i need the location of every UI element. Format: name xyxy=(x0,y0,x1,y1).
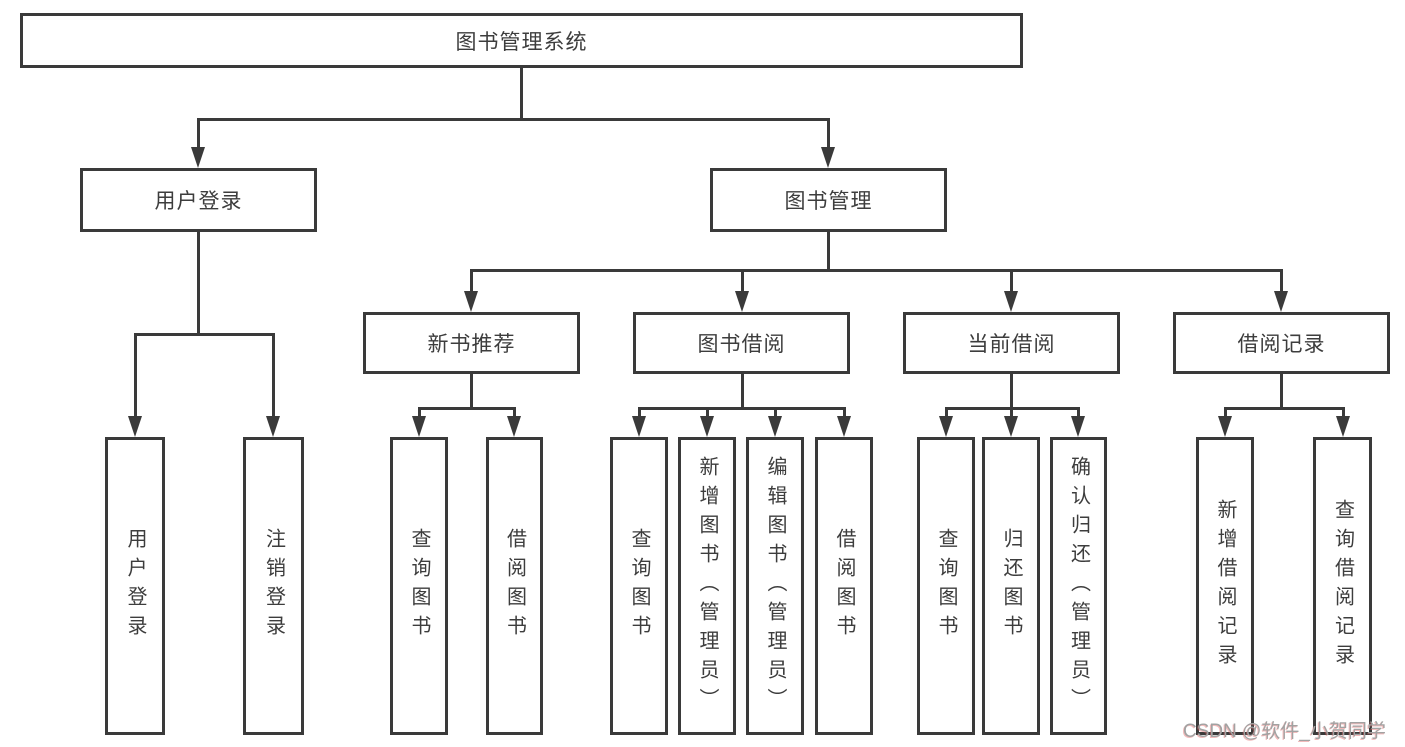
connector-line xyxy=(827,118,830,149)
connector-line xyxy=(1224,407,1227,421)
connector-line xyxy=(134,333,275,336)
connector-line xyxy=(1342,407,1345,421)
node-label: 图书管理 xyxy=(784,190,873,213)
connector-line xyxy=(197,118,830,121)
arrowhead-down-icon xyxy=(735,291,749,312)
node-borrowing-records: 借阅记录 xyxy=(1173,312,1390,374)
leaf-borrow-books: 借阅图书 xyxy=(815,437,873,735)
connector-line xyxy=(520,68,523,120)
connector-line xyxy=(272,333,275,419)
arrowhead-down-icon xyxy=(939,416,953,437)
arrowhead-down-icon xyxy=(768,416,782,437)
arrowhead-down-icon xyxy=(837,416,851,437)
node-label: 查询图书 xyxy=(935,528,957,644)
connector-line xyxy=(1010,374,1013,410)
node-label: 注销登录 xyxy=(262,528,285,644)
arrowhead-down-icon xyxy=(821,147,835,168)
leaf-return-books: 归还图书 xyxy=(982,437,1040,735)
connector-line xyxy=(1280,374,1283,410)
arrowhead-down-icon xyxy=(128,416,142,437)
connector-line xyxy=(1280,269,1283,293)
connector-line xyxy=(945,407,948,421)
node-label: 当前借阅 xyxy=(967,333,1056,356)
leaf-query-books-current: 查询图书 xyxy=(917,437,975,735)
connector-line xyxy=(1224,407,1344,410)
node-label: 图书管理系统 xyxy=(455,30,588,54)
node-label: 查询图书 xyxy=(628,528,650,644)
arrowhead-down-icon xyxy=(191,147,205,168)
node-label: 用户登录 xyxy=(154,190,243,213)
leaf-logout: 注销登录 xyxy=(243,437,304,735)
node-book-borrowing: 图书借阅 xyxy=(633,312,850,374)
node-label: 新增借阅记录 xyxy=(1214,499,1236,673)
arrowhead-down-icon xyxy=(1336,416,1350,437)
node-library-management-system: 图书管理系统 xyxy=(20,13,1023,68)
node-book-management: 图书管理 xyxy=(710,168,947,232)
leaf-add-borrow-record: 新增借阅记录 xyxy=(1196,437,1254,735)
connector-line xyxy=(1077,407,1080,421)
node-new-book-recommend: 新书推荐 xyxy=(363,312,580,374)
node-label: 归还图书 xyxy=(1000,528,1022,644)
connector-line xyxy=(706,407,709,421)
arrowhead-down-icon xyxy=(1274,291,1288,312)
arrowhead-down-icon xyxy=(266,416,280,437)
leaf-query-borrow-record: 查询借阅记录 xyxy=(1313,437,1372,735)
arrowhead-down-icon xyxy=(412,416,426,437)
csdn-watermark: CSDN @软件_小贺同学 xyxy=(1183,721,1386,742)
arrowhead-down-icon xyxy=(1004,291,1018,312)
node-label: 用户登录 xyxy=(124,528,146,644)
connector-line xyxy=(134,333,137,419)
node-label: 借阅图书 xyxy=(503,528,526,644)
connector-line xyxy=(1010,407,1013,421)
node-label: 借阅图书 xyxy=(833,528,855,644)
connector-line xyxy=(470,374,473,410)
connector-line xyxy=(470,269,1283,272)
node-label: 查询借阅记录 xyxy=(1331,499,1354,673)
leaf-query-books-recommend: 查询图书 xyxy=(390,437,448,735)
node-label: 图书借阅 xyxy=(697,333,786,356)
connector-line xyxy=(197,232,200,335)
node-label: 查询图书 xyxy=(408,528,430,644)
node-label: 借阅记录 xyxy=(1237,333,1326,356)
connector-line xyxy=(470,269,473,293)
node-current-borrowing: 当前借阅 xyxy=(903,312,1120,374)
connector-line xyxy=(843,407,846,421)
arrowhead-down-icon xyxy=(632,416,646,437)
node-label: 编辑图书（管理员） xyxy=(764,455,786,717)
connector-line xyxy=(638,407,641,421)
arrowhead-down-icon xyxy=(1071,416,1085,437)
leaf-borrow-books-recommend: 借阅图书 xyxy=(486,437,543,735)
leaf-edit-books-admin: 编辑图书（管理员） xyxy=(746,437,804,735)
connector-line xyxy=(741,374,744,410)
connector-line xyxy=(418,407,421,421)
arrowhead-down-icon xyxy=(1004,416,1018,437)
node-label: 新增图书（管理员） xyxy=(696,455,718,717)
connector-line xyxy=(827,232,830,272)
connector-line xyxy=(638,407,846,410)
connector-line xyxy=(197,118,200,149)
connector-line xyxy=(418,407,516,410)
arrowhead-down-icon xyxy=(507,416,521,437)
leaf-user-login: 用户登录 xyxy=(105,437,165,735)
arrowhead-down-icon xyxy=(1218,416,1232,437)
arrowhead-down-icon xyxy=(464,291,478,312)
leaf-confirm-return-admin: 确认归还（管理员） xyxy=(1050,437,1107,735)
node-user-login: 用户登录 xyxy=(80,168,317,232)
connector-line xyxy=(741,269,744,293)
leaf-add-books-admin: 新增图书（管理员） xyxy=(678,437,736,735)
leaf-query-books-borrowing: 查询图书 xyxy=(610,437,668,735)
connector-line xyxy=(1010,269,1013,293)
arrowhead-down-icon xyxy=(700,416,714,437)
connector-line xyxy=(774,407,777,421)
node-label: 确认归还（管理员） xyxy=(1067,455,1090,717)
node-label: 新书推荐 xyxy=(427,333,516,356)
connector-line xyxy=(513,407,516,421)
